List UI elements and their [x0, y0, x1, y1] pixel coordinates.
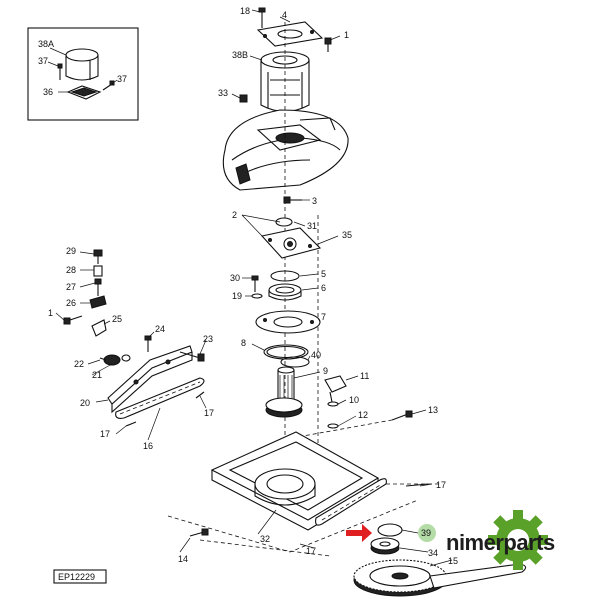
svg-text:35: 35 — [342, 230, 352, 240]
svg-text:4: 4 — [282, 10, 287, 20]
svg-text:30: 30 — [230, 273, 240, 283]
svg-text:5: 5 — [321, 269, 326, 279]
svg-text:1: 1 — [48, 308, 53, 318]
svg-text:3: 3 — [312, 196, 317, 206]
svg-text:2: 2 — [232, 210, 237, 220]
lower-frame: 32 14 17 17 34 15 39 — [167, 431, 527, 597]
svg-text:18: 18 — [240, 6, 250, 16]
diagram-code: EP12229 — [58, 572, 95, 582]
middle-stack: 2 3 31 35 5 6 30 19 7 8 40 9 — [230, 196, 352, 470]
svg-text:40: 40 — [311, 350, 321, 360]
svg-text:25: 25 — [112, 314, 122, 324]
svg-text:7: 7 — [321, 312, 326, 322]
svg-text:27: 27 — [66, 282, 76, 292]
svg-text:17: 17 — [436, 480, 446, 490]
right-small-parts: 11 10 12 13 — [291, 371, 438, 439]
svg-text:13: 13 — [428, 405, 438, 415]
svg-text:14: 14 — [178, 554, 188, 564]
svg-text:29: 29 — [66, 246, 76, 256]
svg-text:9: 9 — [323, 366, 328, 376]
svg-text:33: 33 — [218, 88, 228, 98]
svg-text:32: 32 — [260, 534, 270, 544]
gear-logo-icon — [488, 510, 548, 570]
svg-text:20: 20 — [80, 398, 90, 408]
svg-text:38A: 38A — [38, 39, 54, 49]
svg-text:22: 22 — [74, 359, 84, 369]
svg-text:12: 12 — [358, 410, 368, 420]
svg-text:34: 34 — [428, 548, 438, 558]
svg-text:17: 17 — [306, 546, 316, 556]
svg-text:38B: 38B — [232, 50, 248, 60]
brand-name: nimerparts — [446, 530, 555, 555]
svg-text:31: 31 — [307, 221, 317, 231]
svg-text:16: 16 — [143, 441, 153, 451]
highlight-circle-39 — [418, 524, 436, 542]
svg-text:1: 1 — [344, 30, 349, 40]
top-assembly: 18 4 1 38B 33 — [218, 6, 349, 200]
highlight-arrow — [346, 524, 372, 542]
inset-frame — [27, 27, 139, 121]
svg-text:10: 10 — [349, 395, 359, 405]
svg-text:17: 17 — [100, 429, 110, 439]
svg-text:19: 19 — [232, 291, 242, 301]
svg-text:17: 17 — [204, 408, 214, 418]
left-assembly: 29 28 27 26 1 25 22 21 24 23 20 16 17 17 — [48, 246, 214, 451]
svg-text:37: 37 — [117, 74, 127, 84]
svg-text:21: 21 — [92, 370, 102, 380]
svg-text:37: 37 — [38, 56, 48, 66]
svg-text:39: 39 — [421, 528, 431, 538]
diagram-code-box: EP12229 — [53, 569, 107, 584]
svg-text:23: 23 — [203, 334, 213, 344]
svg-text:15: 15 — [448, 556, 458, 566]
brand-logo: nimerparts — [446, 510, 555, 570]
svg-text:28: 28 — [66, 265, 76, 275]
svg-text:6: 6 — [321, 283, 326, 293]
svg-text:8: 8 — [241, 338, 246, 348]
svg-text:11: 11 — [360, 371, 369, 381]
svg-text:36: 36 — [43, 87, 53, 97]
svg-text:26: 26 — [66, 298, 76, 308]
svg-text:24: 24 — [155, 324, 165, 334]
inset-detail: 38A 37 36 37 — [27, 27, 139, 121]
